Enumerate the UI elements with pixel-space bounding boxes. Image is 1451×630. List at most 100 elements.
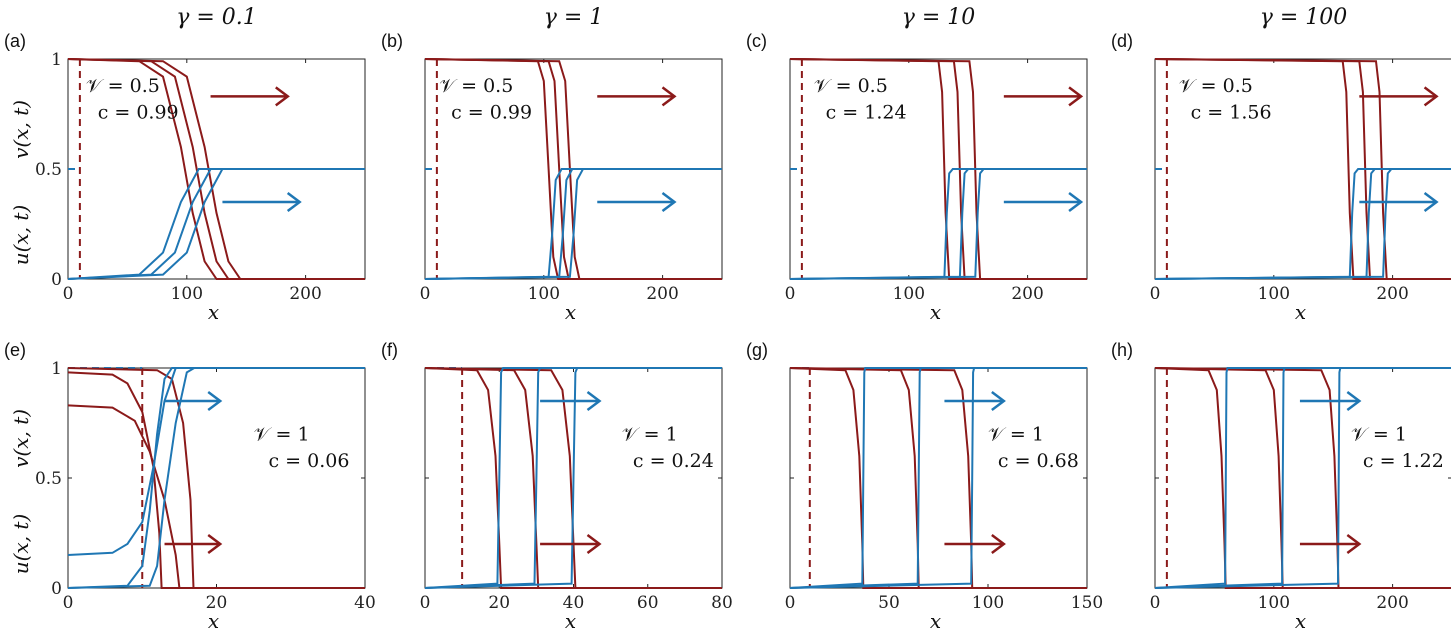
x-axis-label: x bbox=[930, 300, 941, 324]
x-tick-label: 0 bbox=[1150, 284, 1161, 304]
annotation-text: c = 0.99 bbox=[98, 101, 179, 123]
annotation-text: c = 0.68 bbox=[998, 450, 1079, 472]
y-tick-label: 1 bbox=[51, 359, 62, 379]
v-profile-line bbox=[67, 367, 365, 589]
annotation-text: 𝒱 = 0.5 bbox=[1179, 75, 1253, 97]
x-tick-label: 40 bbox=[354, 593, 376, 613]
direction-arrow-head bbox=[1423, 192, 1439, 212]
y-tick-label: 0.5 bbox=[35, 469, 62, 489]
x-tick-label: 0 bbox=[63, 284, 74, 304]
direction-arrow-head bbox=[207, 534, 223, 554]
x-tick-label: 100 bbox=[1258, 593, 1290, 613]
annotation-text: 𝒱 = 1 bbox=[254, 424, 310, 446]
u-profile-line bbox=[789, 367, 1087, 589]
panel-label: (b) bbox=[381, 31, 403, 51]
u-profile-line bbox=[1154, 367, 1451, 589]
y-tick-label: 0 bbox=[51, 579, 62, 599]
direction-arrow-head bbox=[286, 192, 302, 212]
panel-label: (g) bbox=[746, 340, 768, 360]
direction-arrow-head bbox=[1068, 86, 1084, 107]
x-tick-label: 150 bbox=[1071, 593, 1103, 613]
u-profile-line bbox=[1154, 168, 1451, 280]
direction-arrow-head bbox=[586, 534, 602, 554]
u-profile-line bbox=[424, 168, 722, 280]
annotation-text: 𝒱 = 0.5 bbox=[86, 75, 160, 97]
x-tick-label: 20 bbox=[488, 593, 510, 613]
direction-arrow-head bbox=[275, 86, 290, 107]
direction-arrow-head bbox=[661, 86, 677, 107]
column-title: γ = 0.1 bbox=[176, 5, 257, 30]
u-profile-line bbox=[789, 168, 1087, 280]
v-profile-line bbox=[789, 367, 1087, 589]
annotation-text: c = 1.22 bbox=[1363, 450, 1444, 472]
direction-arrow-head bbox=[1423, 86, 1439, 107]
annotation-text: 𝒱 = 0.5 bbox=[814, 75, 888, 97]
annotation-text: c = 0.06 bbox=[268, 450, 349, 472]
u-profile-line bbox=[789, 367, 1087, 589]
x-tick-label: 200 bbox=[1376, 593, 1408, 613]
x-tick-label: 0 bbox=[1150, 593, 1161, 613]
y-axis-label-u: u(x, t) bbox=[9, 514, 33, 575]
x-tick-label: 0 bbox=[785, 284, 796, 304]
x-axis-label: x bbox=[1295, 609, 1306, 630]
x-axis-label: x bbox=[565, 300, 576, 324]
u-profile-line bbox=[1154, 168, 1451, 280]
annotation-text: c = 1.56 bbox=[1191, 101, 1272, 123]
u-profile-line bbox=[424, 367, 722, 589]
annotation-text: 𝒱 = 0.5 bbox=[439, 75, 513, 97]
panel-label: (c) bbox=[746, 31, 767, 51]
v-profile-line bbox=[789, 367, 1087, 589]
x-tick-label: 100 bbox=[1258, 284, 1290, 304]
x-tick-label: 40 bbox=[563, 593, 585, 613]
axes-frame bbox=[789, 367, 1088, 589]
u-profile-line bbox=[67, 168, 365, 280]
u-profile-line bbox=[1154, 367, 1451, 589]
annotation-text: c = 0.24 bbox=[633, 450, 714, 472]
u-profile-line bbox=[67, 367, 365, 589]
panel-label: (d) bbox=[1111, 31, 1133, 51]
u-profile-line bbox=[1154, 367, 1451, 589]
x-axis-label: x bbox=[208, 300, 219, 324]
x-tick-label: 100 bbox=[893, 284, 925, 304]
v-profile-line bbox=[67, 58, 365, 280]
x-tick-label: 0 bbox=[785, 593, 796, 613]
u-profile-line bbox=[67, 367, 365, 589]
u-profile-line bbox=[789, 168, 1087, 280]
x-tick-label: 200 bbox=[1376, 284, 1408, 304]
x-tick-label: 200 bbox=[646, 284, 678, 304]
x-tick-label: 50 bbox=[878, 593, 900, 613]
v-profile-line bbox=[67, 404, 365, 589]
v-profile-line bbox=[67, 371, 365, 589]
v-profile-line bbox=[1154, 367, 1451, 589]
x-tick-label: 0 bbox=[63, 593, 74, 613]
v-profile-line bbox=[789, 367, 1087, 589]
u-profile-line bbox=[789, 168, 1087, 280]
annotation-text: 𝒱 = 1 bbox=[1351, 424, 1407, 446]
x-axis-label: x bbox=[565, 609, 576, 630]
y-tick-label: 0.5 bbox=[35, 160, 62, 180]
column-title: γ = 10 bbox=[902, 5, 976, 30]
direction-arrow-head bbox=[586, 391, 602, 411]
panel-label: (h) bbox=[1111, 340, 1133, 360]
y-tick-label: 0 bbox=[51, 270, 62, 290]
x-axis-label: x bbox=[930, 609, 941, 630]
u-profile-line bbox=[1154, 168, 1451, 280]
direction-arrow-head bbox=[1346, 534, 1362, 554]
annotation-text: c = 1.24 bbox=[826, 101, 907, 123]
y-axis-label-v: v(x, t) bbox=[9, 100, 33, 159]
annotation-text: 𝒱 = 1 bbox=[622, 424, 678, 446]
u-profile-line bbox=[67, 367, 365, 556]
x-tick-label: 0 bbox=[420, 593, 431, 613]
direction-arrow-head bbox=[661, 192, 677, 212]
direction-arrow-head bbox=[991, 534, 1006, 554]
x-tick-label: 100 bbox=[972, 593, 1004, 613]
panel-label: (e) bbox=[4, 340, 26, 360]
direction-arrow-head bbox=[1346, 391, 1362, 411]
column-title: γ = 100 bbox=[1260, 5, 1348, 30]
x-tick-label: 100 bbox=[528, 284, 560, 304]
